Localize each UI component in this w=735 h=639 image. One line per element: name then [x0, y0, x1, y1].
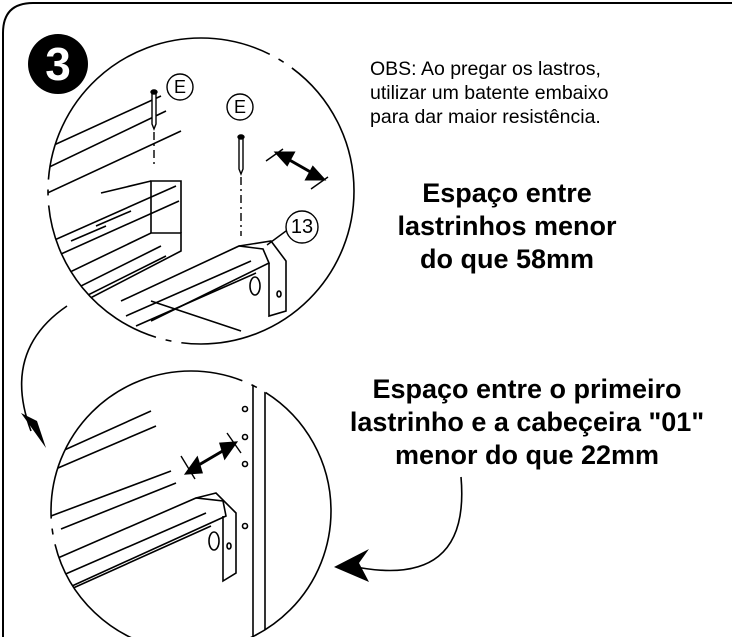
caption-line: do que 58mm — [419, 244, 595, 274]
note-line: OBS: Ao pregar os lastros, — [370, 58, 601, 80]
part-callout-13: 13 — [290, 216, 314, 238]
caption-line: Espaço entre — [422, 178, 592, 208]
nail-callout-e: E — [233, 97, 246, 117]
step-number-badge: 3 — [28, 34, 88, 94]
caption-line: lastrinho e a cabeçeira "01" — [349, 407, 705, 437]
slat-spacing-caption: Espaço entre lastrinhos menor do que 58m… — [357, 177, 657, 276]
caption-line: lastrinhos menor — [397, 211, 617, 241]
headboard-spacing-caption: Espaço entre o primeiro lastrinho e a ca… — [321, 373, 733, 472]
caption-line: Espaço entre o primeiro — [372, 374, 682, 404]
assembly-note: OBS: Ao pregar os lastros, utilizar um b… — [370, 57, 700, 129]
nail-callout-e: E — [173, 77, 186, 97]
note-line: utilizar um batente embaixo — [370, 82, 609, 104]
flow-arrow-left — [20, 305, 68, 448]
caption-line: menor do que 22mm — [394, 440, 660, 470]
flow-arrow-right — [334, 476, 463, 582]
detail-circle-top — [47, 37, 355, 345]
note-line: para dar maior resistência. — [370, 106, 601, 128]
detail-circle-bottom — [50, 370, 332, 637]
